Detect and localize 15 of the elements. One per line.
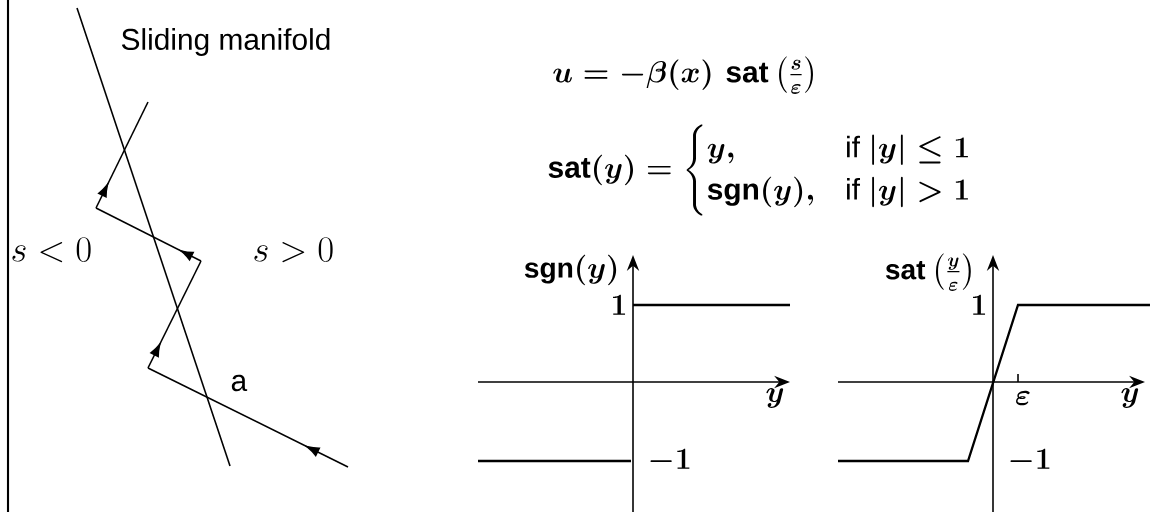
formula: $\mathrm{sgn}(y)$ (524, 254, 617, 286)
label: Sliding manifold (121, 28, 330, 56)
formula: $y$ (766, 388, 784, 408)
formula: $s < 0$ (12, 237, 91, 263)
formula: $u = -\beta(x)\,\,\mathrm{sat}\left(\frac{s}{\varepsilon}\right)$ (553, 56, 813, 94)
formula: $\varepsilon$ (1016, 390, 1030, 406)
formula: $y$ (1121, 388, 1139, 408)
formula: $-1$ (650, 448, 690, 469)
formula: $1$ (973, 294, 986, 315)
formula: $-1$ (1010, 448, 1050, 469)
formula: $1$ (613, 294, 626, 315)
formula: $s > 0$ (254, 237, 333, 263)
label: a (231, 374, 248, 392)
formula: $\mathrm{sat}\left(\frac{y}{\varepsilon}\right)$ (885, 253, 971, 291)
formula: $\mathrm{sat}(y) = \begin{cases} y, & \text{if } |y| \le 1 \\ \mathrm{sgn}(y), & \text{if } |y| > 1 \end{cases}$ (548, 124, 968, 216)
